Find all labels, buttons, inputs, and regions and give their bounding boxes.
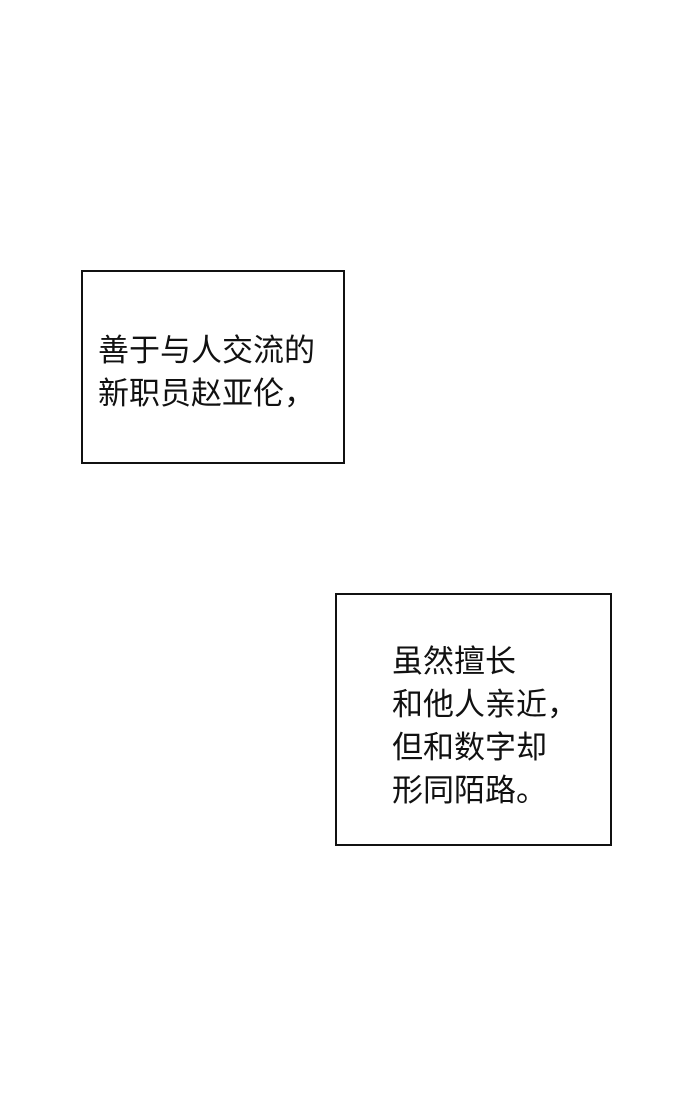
caption-box-2: 虽然擅长 和他人亲近， 但和数字却 形同陌路。 (335, 593, 612, 846)
caption-line: 善于与人交流的 (98, 333, 315, 369)
caption-box-1: 善于与人交流的 新职员赵亚伦， (81, 270, 345, 464)
caption-line: 和他人亲近， (392, 687, 578, 723)
caption-line: 虽然擅长 (392, 644, 516, 680)
caption-text-2: 虽然擅长 和他人亲近， 但和数字却 形同陌路。 (392, 641, 578, 813)
caption-line: 但和数字却 (392, 730, 547, 766)
caption-line: 形同陌路。 (392, 773, 547, 809)
caption-text-1: 善于与人交流的 新职员赵亚伦， (98, 330, 315, 416)
caption-line: 新职员赵亚伦， (98, 376, 315, 412)
